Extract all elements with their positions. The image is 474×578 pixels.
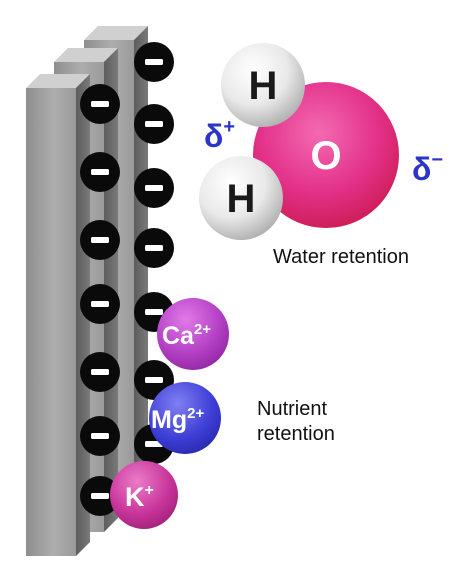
- oxygen-label: O: [310, 134, 341, 178]
- hydrogen-atom-bottom: [199, 156, 283, 240]
- clay-plate-front: [26, 74, 90, 556]
- magnesium-label: Mg2+: [151, 405, 204, 434]
- negative-charge: [134, 104, 174, 144]
- negative-charge: [80, 284, 120, 324]
- nutrient-retention-caption: Nutrient retention: [257, 398, 335, 445]
- negative-charges: [80, 42, 174, 516]
- oxygen-atom: [253, 82, 399, 228]
- negative-charge: [134, 228, 174, 268]
- potassium-label: K+: [125, 482, 154, 512]
- magnesium-ion: Mg2+: [149, 382, 221, 454]
- negative-charge: [80, 152, 120, 192]
- negative-charge: [134, 168, 174, 208]
- negative-charge: [80, 476, 120, 516]
- delta-plus-label: δ+: [204, 116, 235, 154]
- negative-charge: [80, 220, 120, 260]
- hydrogen-atom-top: [221, 43, 305, 127]
- hydrogen-label-top: H: [249, 64, 278, 108]
- delta-minus-label: δ−: [412, 149, 443, 187]
- calcium-label: Ca2+: [162, 321, 211, 350]
- water-retention-caption: Water retention: [273, 246, 409, 268]
- water-molecule: O H H: [199, 43, 399, 240]
- calcium-ion: Ca2+: [157, 298, 229, 370]
- negative-charge: [80, 416, 120, 456]
- negative-charge: [80, 84, 120, 124]
- negative-charge: [80, 352, 120, 392]
- potassium-ion: K+: [110, 461, 178, 529]
- negative-charge: [134, 42, 174, 82]
- hydrogen-label-bottom: H: [227, 177, 256, 221]
